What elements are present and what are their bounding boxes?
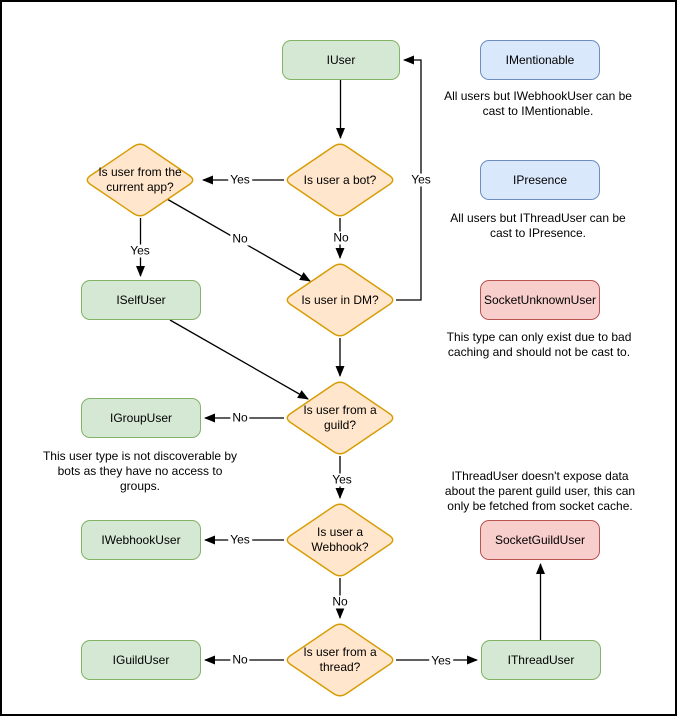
- node-iguilduser: IGuildUser: [81, 640, 201, 680]
- edge-label-thread-yes: Yes: [429, 653, 453, 668]
- node-socketunknownuser-label: SocketUnknownUser: [483, 293, 597, 307]
- node-iselfuser: ISelfUser: [81, 280, 201, 320]
- node-ithreaduser: IThreadUser: [481, 640, 601, 680]
- node-iwebhookuser-label: IWebhookUser: [101, 533, 181, 547]
- decision-is-dm-diamond: [286, 263, 394, 337]
- edge-label-guild-yes: Yes: [330, 472, 354, 487]
- edge-label-guild-no: No: [230, 410, 250, 425]
- note-ithreaduser: IThreadUser doesn't expose data about th…: [444, 469, 636, 513]
- node-ipresence: IPresence: [480, 160, 600, 200]
- node-socketguilduser-label: SocketGuildUser: [494, 533, 586, 547]
- node-igroupuser-label: IGroupUser: [109, 411, 173, 425]
- edge-label-dm-yes: Yes: [409, 172, 433, 187]
- node-imentionable: IMentionable: [480, 40, 600, 80]
- node-igroupuser: IGroupUser: [81, 398, 201, 438]
- note-ipresence: All users but IThreadUser can be cast to…: [450, 211, 626, 240]
- edge-label-webhook-yes: Yes: [228, 532, 252, 547]
- node-ipresence-label: IPresence: [512, 173, 568, 187]
- decision-is-bot-label: Is user a bot?: [303, 172, 377, 187]
- edge-label-webhook-no: No: [330, 594, 350, 609]
- node-iuser: IUser: [282, 40, 400, 80]
- node-socketguilduser: SocketGuildUser: [480, 520, 600, 560]
- node-ithreaduser-label: IThreadUser: [507, 653, 575, 667]
- node-iuser-label: IUser: [326, 53, 356, 67]
- note-socketunknownuser: This type can only exist due to bad cach…: [446, 330, 632, 359]
- decision-is-webhook-diamond: [286, 503, 394, 577]
- node-socketunknownuser: SocketUnknownUser: [480, 280, 600, 320]
- edge-iselfuser-to-isguild: [169, 319, 309, 400]
- decision-is-bot-diamond: [286, 143, 394, 217]
- edge-label-bot-yes: Yes: [228, 172, 252, 187]
- edge-label-app-no: No: [230, 231, 250, 246]
- note-igroupuser: This user type is not discoverable by bo…: [42, 449, 238, 493]
- decision-current-app-diamond: [86, 143, 194, 217]
- edge-label-bot-no: No: [331, 230, 351, 245]
- node-iguilduser-label: IGuildUser: [112, 653, 170, 667]
- decision-is-dm-label: Is user in DM?: [301, 292, 379, 307]
- node-iwebhookuser: IWebhookUser: [81, 520, 201, 560]
- edge-label-thread-no: No: [230, 652, 250, 667]
- node-iselfuser-label: ISelfUser: [116, 293, 166, 307]
- note-imentionable: All users but IWebhookUser can be cast t…: [444, 89, 632, 118]
- decision-is-thread-diamond: [286, 623, 394, 697]
- node-imentionable-label: IMentionable: [505, 53, 575, 67]
- edge-label-app-yes: Yes: [128, 243, 152, 258]
- decision-is-guild-diamond: [286, 381, 394, 455]
